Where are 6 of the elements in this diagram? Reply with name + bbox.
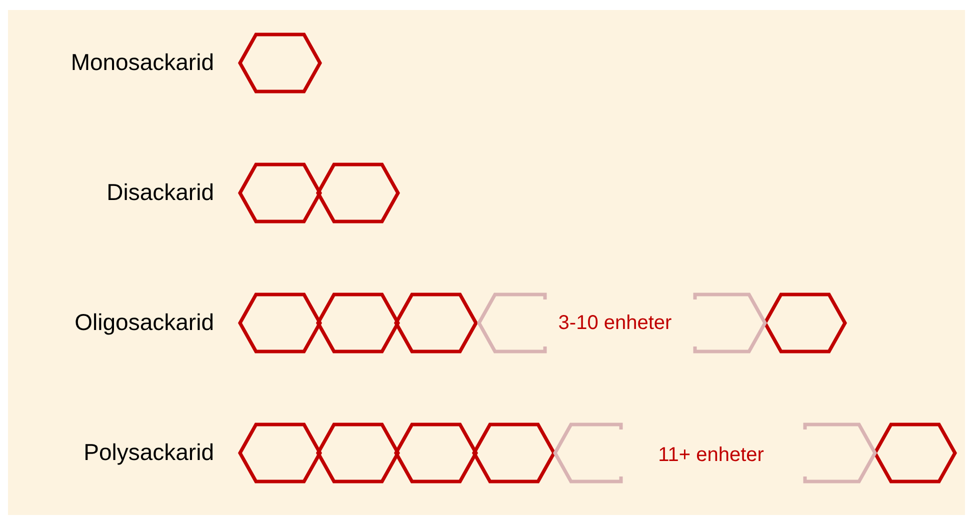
unit-count-label: 11+ enheter [657, 445, 765, 465]
row-label: Monosackarid [70, 51, 214, 74]
row-label: Oligosackarid [74, 311, 214, 334]
unit-count-label: 3-10 enheter [557, 313, 673, 333]
row-label: Disackarid [106, 181, 214, 204]
row-label: Polysackarid [84, 441, 214, 464]
